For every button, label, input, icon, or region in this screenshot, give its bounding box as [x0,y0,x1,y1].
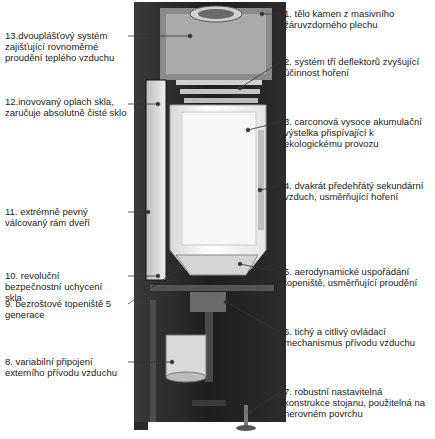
flue-collar [190,6,242,22]
leader-dot [246,128,250,132]
leader-dot [224,300,228,304]
deflector [180,89,260,94]
callout-text: 1. tělo kamen z masivního žáruvzdorného … [284,8,430,30]
callout-text: 3. carconová vysoce akumulační výstelka … [284,116,430,149]
lining-panel [182,112,256,245]
firebox-lining [170,105,266,270]
leader-line [240,264,280,272]
glass-door [146,80,166,280]
callout-text: 4. dvakrát předehřátý sekundární vzduch,… [284,180,430,202]
leader-dot [178,266,182,270]
convection-chamber [160,8,272,80]
leader-line [128,362,172,363]
air-inlet [166,335,206,377]
leader-dot [260,12,264,16]
convection-inner [166,14,266,74]
callout-text: 2. systém tří deflektorů zvyšující účinn… [284,56,430,78]
leader-dot [238,86,242,90]
adjustable-foot [244,405,248,427]
base-edge [134,422,148,430]
leader-dot [258,188,262,192]
callout-text: 5. aerodynamické uspořádání topeniště, u… [284,266,430,288]
leader-line [248,122,280,130]
leader-dot [156,102,160,106]
air-control [190,292,226,312]
leader-line [128,212,148,213]
leader-dot [170,360,174,364]
stand-foot [192,400,226,406]
leader-dot [188,34,192,38]
leader-line [240,62,280,88]
callout-text: 6. tichý a citlivý ovládací mechanismus … [284,326,430,348]
callout-text: 7. robustní nastavitelná konstrukce stoj… [284,386,430,419]
air-inlet-pipe [166,372,206,382]
leader-line [262,14,280,15]
leader-line [128,276,158,277]
leader-dot [156,274,160,278]
stove-body [134,2,286,422]
callout-text: 8. variabilní připojení externího přívod… [5,356,127,378]
leader-line [128,104,158,105]
callout-text: 13.dvouplášťový systém zajišťující rovno… [5,30,127,63]
leader-line [226,302,280,332]
leader-line [250,392,280,412]
leader-dot [248,410,252,414]
flue-hole [198,9,234,19]
deflector [184,98,258,103]
leader-dot [238,262,242,266]
leader-line [260,186,280,190]
leader-line [128,268,180,304]
foot-pad [236,425,256,431]
bottom-plate [150,285,274,291]
secondary-air-duct [258,130,264,230]
leader-line [128,36,190,37]
callout-text: 9. bezroštové topeniště 5 generace [5,298,115,320]
door-frame [150,300,156,422]
callout-text: 11. extrémně pevný válcovaný rám dveří [5,206,115,228]
leader-dot [146,210,150,214]
callout-text: 12.inovovaný oplach skla, zaručuje absol… [5,96,127,118]
